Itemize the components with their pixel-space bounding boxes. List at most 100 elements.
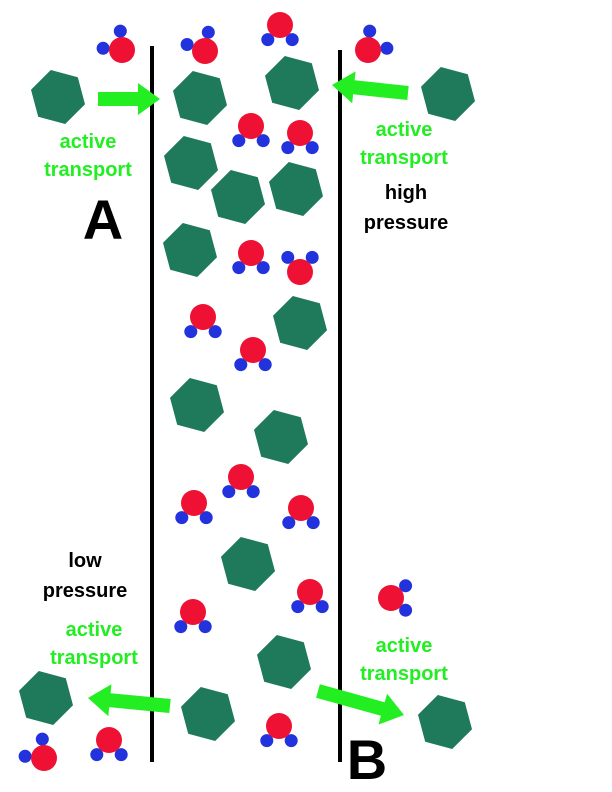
hexagon-molecule-icon [254, 410, 308, 464]
water-molecule-icon [232, 113, 270, 148]
hydrogen-atom [113, 24, 127, 38]
arrow-icon [332, 71, 409, 104]
oxygen-atom [287, 259, 313, 285]
hydrogen-atom [285, 33, 299, 47]
water-molecule-icon [175, 490, 213, 525]
water-molecule-icon [282, 495, 320, 530]
hexagon-molecule-icon [173, 71, 227, 125]
hexagon-molecule-icon [257, 635, 311, 689]
water-molecule-icon [184, 304, 222, 339]
hexagon-molecule-icon [211, 170, 265, 224]
hydrogen-atom [399, 603, 413, 617]
hydrogen-atom [232, 134, 246, 148]
hydrogen-atom [305, 141, 319, 155]
oxygen-atom [228, 464, 254, 490]
label-active-transport-bottom-right: active transport [344, 632, 464, 688]
water-molecule-icon [281, 250, 319, 285]
hydrogen-atom [35, 732, 49, 746]
label-line: low [68, 550, 102, 572]
label-active-transport-bottom-left: active transport [36, 616, 152, 672]
water-molecule-icon [96, 24, 135, 63]
hexagon-molecule-icon [269, 162, 323, 216]
water-molecule-icon [180, 25, 218, 64]
hydrogen-atom [305, 250, 319, 264]
hexagon-molecule-icon [181, 687, 235, 741]
hydrogen-atom [291, 600, 305, 614]
label-line: transport [360, 147, 448, 169]
water-molecule-icon [234, 337, 272, 372]
water-molecule-icon [18, 732, 57, 771]
oxygen-atom [31, 745, 57, 771]
hydrogen-atom [399, 579, 413, 593]
hydrogen-atom [260, 734, 274, 748]
hydrogen-atom [198, 620, 212, 634]
hydrogen-atom [232, 261, 246, 275]
oxygen-atom [180, 599, 206, 625]
water-molecule-icon [222, 464, 260, 499]
oxygen-atom [267, 12, 293, 38]
hexagon-molecule-icon [163, 223, 217, 277]
label-line: transport [50, 647, 138, 669]
hexagon-molecule-icon [418, 695, 472, 749]
oxygen-atom [240, 337, 266, 363]
hydrogen-atom [380, 41, 394, 55]
hydrogen-atom [281, 141, 295, 155]
hydrogen-atom [90, 748, 104, 762]
hydrogen-atom [315, 600, 329, 614]
hydrogen-atom [246, 485, 260, 499]
hydrogen-atom [256, 261, 270, 275]
water-molecule-icon [281, 120, 319, 155]
oxygen-atom [192, 38, 218, 64]
label-active-transport-top-left: active transport [28, 128, 148, 184]
hydrogen-atom [175, 511, 189, 525]
water-molecule-icon [174, 599, 212, 634]
hydrogen-atom [282, 516, 296, 530]
oxygen-atom [181, 490, 207, 516]
hydrogen-atom [18, 749, 32, 763]
label-line: active [375, 119, 433, 141]
hydrogen-atom [281, 250, 295, 264]
hydrogen-atom [306, 516, 320, 530]
hydrogen-atom [184, 325, 198, 339]
hexagon-molecule-icon [170, 378, 224, 432]
hexagon-molecule-icon [221, 537, 275, 591]
hexagon-molecule-icon [31, 70, 85, 124]
water-molecule-icon [291, 579, 329, 614]
label-line: pressure [42, 580, 128, 602]
label-line: high [384, 182, 428, 204]
label-active-transport-top-right: active transport [344, 116, 464, 172]
oxygen-atom [266, 713, 292, 739]
hexagon-molecule-icon [265, 56, 319, 110]
oxygen-atom [238, 113, 264, 139]
arrow-icon [88, 684, 171, 717]
hydrogen-atom [222, 485, 236, 499]
oxygen-atom [288, 495, 314, 521]
water-molecule-icon [232, 240, 270, 275]
arrow-icon [98, 83, 160, 115]
hydrogen-atom [174, 620, 188, 634]
oxygen-atom [238, 240, 264, 266]
hydrogen-atom [96, 41, 110, 55]
hexagon-molecule-icon [19, 671, 73, 725]
label-line: active [375, 635, 433, 657]
hydrogen-atom [363, 24, 377, 38]
label-line: pressure [363, 212, 449, 234]
hydrogen-atom [114, 748, 128, 762]
oxygen-atom [378, 585, 404, 611]
label-high-pressure: high pressure [350, 178, 462, 238]
hydrogen-atom [208, 325, 222, 339]
label-line: transport [360, 663, 448, 685]
hydrogen-atom [199, 511, 213, 525]
hydrogen-atom [256, 134, 270, 148]
oxygen-atom [190, 304, 216, 330]
water-molecule-icon [355, 24, 394, 63]
hydrogen-atom [201, 25, 215, 39]
water-molecule-icon [261, 12, 299, 47]
letter-a: A [82, 188, 124, 251]
label-line: active [65, 619, 123, 641]
letter-b: B [346, 728, 388, 791]
hydrogen-atom [180, 38, 194, 51]
oxygen-atom [355, 37, 381, 63]
